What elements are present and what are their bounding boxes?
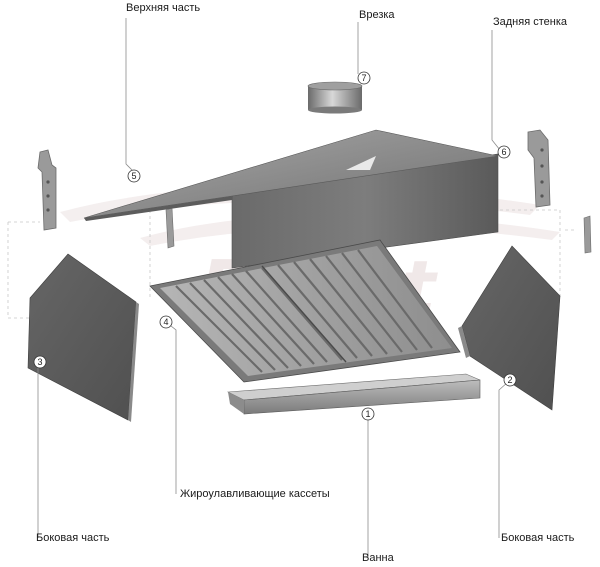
label-grease-filters: Жироулавливающие кассеты	[180, 488, 330, 500]
callout-4: 4	[159, 315, 173, 329]
callout-6: 6	[497, 145, 511, 159]
side-panel-right	[458, 245, 561, 411]
callout-5: 5	[127, 169, 141, 183]
callout-3-number: 3	[37, 357, 42, 367]
callout-2: 2	[503, 373, 517, 387]
callout-3: 3	[33, 355, 47, 369]
callout-2-number: 2	[507, 375, 512, 385]
label-top-part: Верхняя часть	[126, 2, 201, 14]
callout-4-number: 4	[163, 317, 168, 327]
callout-7: 7	[357, 71, 371, 85]
side-panel-left	[27, 253, 139, 422]
label-tray: Ванна	[362, 552, 394, 564]
callout-6-number: 6	[501, 147, 506, 157]
cutout-collar	[307, 81, 363, 114]
bracket-left	[37, 149, 57, 231]
label-back-wall: Задняя стенка	[493, 16, 568, 28]
bracket-right	[527, 129, 551, 208]
label-side-right: Боковая часть	[501, 532, 575, 544]
callout-5-number: 5	[131, 171, 136, 181]
tray	[226, 373, 481, 415]
grease-filter-cassettes	[149, 239, 461, 383]
callout-7-number: 7	[361, 73, 366, 83]
top-panel	[83, 129, 499, 221]
bracket-small-right	[583, 215, 592, 254]
callout-1-number: 1	[365, 409, 370, 419]
callout-1: 1	[361, 407, 375, 421]
label-side-left: Боковая часть	[36, 532, 110, 544]
label-cutout: Врезка	[359, 9, 395, 21]
